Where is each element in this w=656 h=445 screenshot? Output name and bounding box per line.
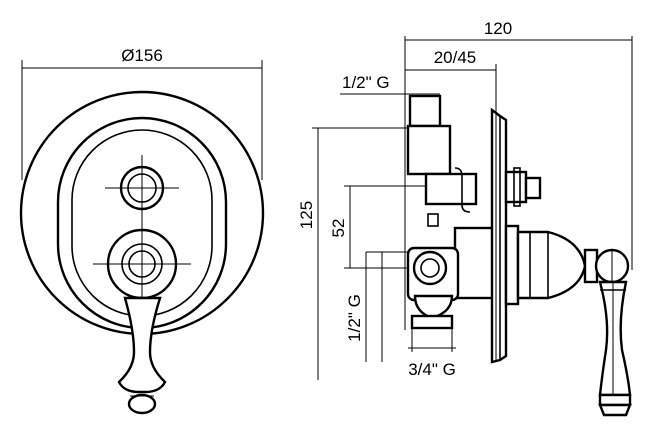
- lever-handle: [117, 296, 167, 415]
- depth-range-label: 20/45: [434, 48, 477, 67]
- front-diameter-label: Ø156: [121, 46, 163, 65]
- height-inner-label: 52: [329, 219, 348, 238]
- wall-plate: [490, 107, 508, 364]
- height-total-label: 125: [297, 201, 316, 229]
- depth-total-label: 120: [484, 19, 512, 38]
- inlet-top-label: 1/2" G: [342, 73, 390, 92]
- height-dimension: 125 52: [297, 127, 460, 380]
- depth-dimension: 120 20/45: [404, 19, 633, 330]
- diverter-knob: [105, 155, 179, 222]
- front-diameter-dimension: Ø156: [21, 46, 263, 180]
- outlet-bottom-label: 3/4" G: [408, 360, 456, 379]
- valve-body: [406, 94, 497, 330]
- side-lever-handle: [598, 280, 632, 417]
- side-view: 120 20/45 1/2" G 125 52 1/2" G: [297, 19, 633, 417]
- front-view: Ø156: [19, 46, 265, 415]
- outlet-dimension: 3/4" G: [408, 325, 456, 379]
- side-inlet-label: 1/2" G: [345, 294, 364, 342]
- side-inlet-dimension: 1/2" G: [345, 251, 420, 362]
- diverter-stem: [504, 167, 542, 207]
- mixer-cartridge: [504, 224, 630, 306]
